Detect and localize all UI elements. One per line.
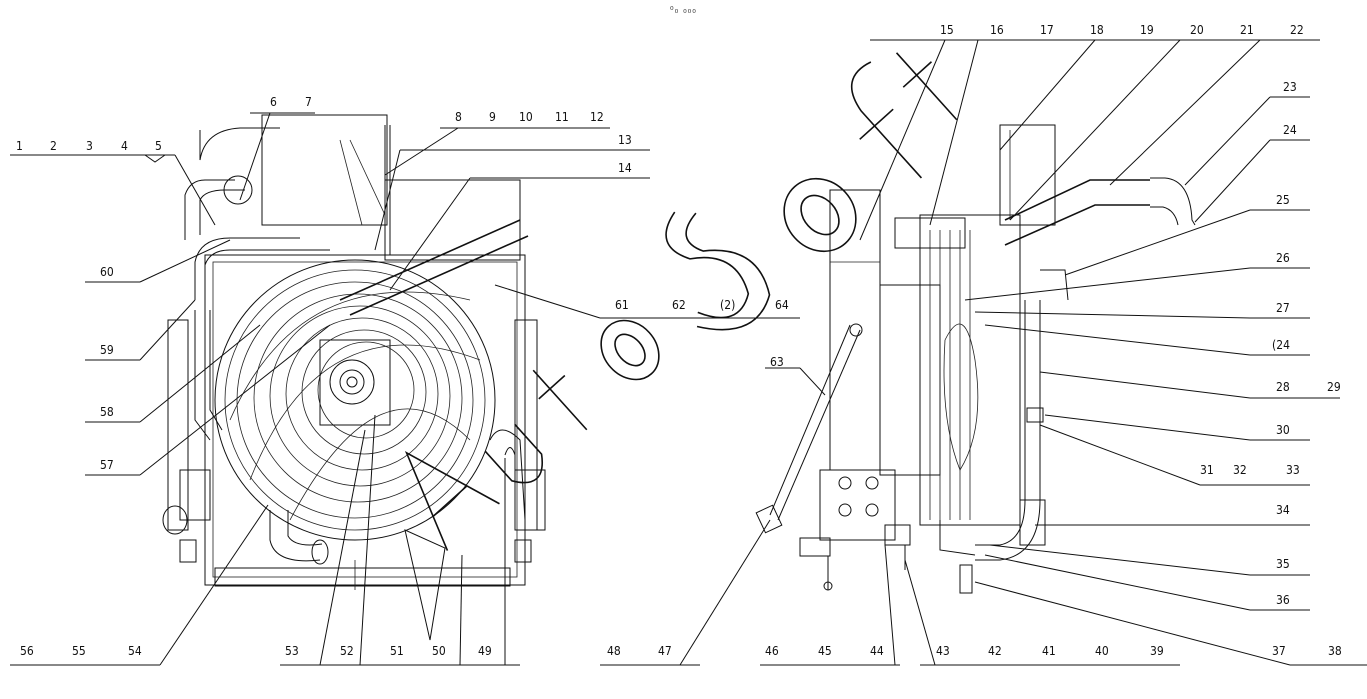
callout-24-paren: (24 (1272, 338, 1290, 352)
callout-18: 18 (1090, 23, 1104, 37)
callout-40: 40 (1095, 644, 1109, 658)
callout-48: 48 (607, 644, 621, 658)
callout-58: 58 (100, 405, 114, 419)
callout-63: 63 (770, 355, 784, 369)
expansion-tank (261, 114, 388, 226)
callout-24: 24 (1283, 123, 1297, 137)
callout-11: 11 (555, 110, 569, 124)
callout-5: 5 (155, 139, 162, 153)
callout-16: 16 (990, 23, 1004, 37)
callout-23: 23 (1283, 80, 1297, 94)
mount-plate (819, 469, 896, 541)
callout-55: 55 (72, 644, 86, 658)
callout-34: 34 (1276, 503, 1290, 517)
fan-hub (319, 339, 391, 426)
autosoft-watermark (404, 52, 958, 551)
callout-52: 52 (340, 644, 354, 658)
callout-62: 62 (672, 298, 686, 312)
callout-59: 59 (100, 343, 114, 357)
callout-50: 50 (432, 644, 446, 658)
callout-10: 10 (519, 110, 533, 124)
callout-22: 22 (1290, 23, 1304, 37)
callout-27: 27 (1276, 301, 1290, 315)
callout-41: 41 (1042, 644, 1056, 658)
callout-21: 21 (1240, 23, 1254, 37)
callout-32: 32 (1233, 463, 1247, 477)
callout-14: 14 (618, 161, 632, 175)
callout-leaders (10, 39, 1367, 666)
bottom-skid (214, 567, 511, 587)
callout-37: 37 (1272, 644, 1286, 658)
callout-57: 57 (100, 458, 114, 472)
callout-49: 49 (478, 644, 492, 658)
callout-1: 1 (16, 139, 23, 153)
callout-2: 2 (50, 139, 57, 153)
callout-35: 35 (1276, 557, 1290, 571)
callout-28: 28 (1276, 380, 1290, 394)
callout-12: 12 (590, 110, 604, 124)
callout-39: 39 (1150, 644, 1164, 658)
callout-20: 20 (1190, 23, 1204, 37)
callout-33: 33 (1286, 463, 1300, 477)
callout-38: 38 (1328, 644, 1342, 658)
page-marker: ⁰₀ ₀₀₀ (670, 6, 697, 16)
callout-47: 47 (658, 644, 672, 658)
side-view (755, 124, 1196, 594)
callout-6: 6 (270, 95, 277, 109)
callout-4: 4 (121, 139, 128, 153)
callout-numbers: 1 2 3 4 5 6 7 8 9 10 11 12 13 14 60 59 5… (16, 23, 1342, 658)
callout-44: 44 (870, 644, 884, 658)
fan-column (919, 214, 1021, 526)
callout-53: 53 (285, 644, 299, 658)
callout-15: 15 (940, 23, 954, 37)
callout-51: 51 (390, 644, 404, 658)
callout-8: 8 (455, 110, 462, 124)
callout-9: 9 (489, 110, 496, 124)
callout-25: 25 (1276, 193, 1290, 207)
radiator-side (829, 189, 881, 471)
fan-blades-spiral (229, 281, 481, 521)
callout-61: 61 (615, 298, 629, 312)
callout-36: 36 (1276, 593, 1290, 607)
callout-29: 29 (1327, 380, 1341, 394)
callout-54: 54 (128, 644, 142, 658)
callout-3: 3 (86, 139, 93, 153)
callout-56: 56 (20, 644, 34, 658)
callout-2-paren: (2) (720, 298, 735, 312)
callout-46: 46 (765, 644, 779, 658)
fan-shroud (214, 259, 496, 541)
callout-43: 43 (936, 644, 950, 658)
callout-64: 64 (775, 298, 789, 312)
callout-45: 45 (818, 644, 832, 658)
callout-31: 31 (1200, 463, 1214, 477)
callout-42: 42 (988, 644, 1002, 658)
callout-17: 17 (1040, 23, 1054, 37)
callout-60: 60 (100, 265, 114, 279)
callout-30: 30 (1276, 423, 1290, 437)
front-view (162, 114, 546, 590)
callout-19: 19 (1140, 23, 1154, 37)
callout-7: 7 (305, 95, 312, 109)
callout-26: 26 (1276, 251, 1290, 265)
callout-13: 13 (618, 133, 632, 147)
